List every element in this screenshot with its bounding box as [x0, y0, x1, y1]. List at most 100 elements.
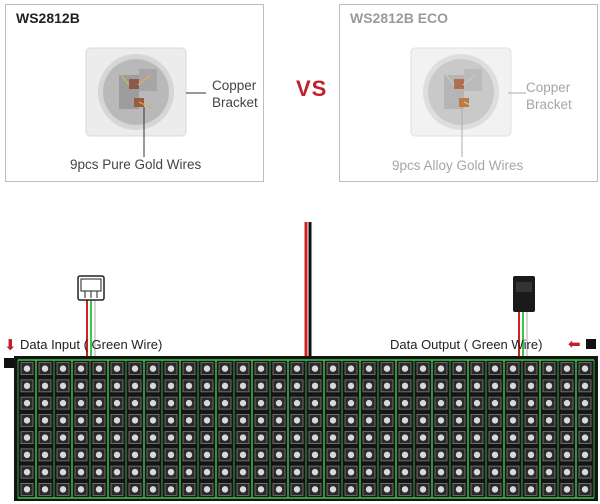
- led-lens: [59, 486, 67, 493]
- led-lens: [239, 417, 247, 424]
- led-lens: [293, 451, 301, 459]
- led-lens: [95, 365, 103, 372]
- led-lens: [77, 417, 85, 424]
- led-lens: [347, 382, 355, 390]
- led-lens: [563, 417, 571, 424]
- led-lens: [365, 451, 373, 459]
- led-lens: [257, 468, 265, 476]
- led-chip-image: [85, 47, 187, 137]
- led-lens: [221, 399, 229, 407]
- led-lens: [113, 382, 121, 390]
- data-output-label: Data Output ( Green Wire): [390, 337, 543, 352]
- led-lens: [41, 434, 49, 441]
- led-lens: [365, 434, 373, 441]
- led-lens: [275, 434, 283, 441]
- led-lens: [167, 382, 175, 390]
- led-lens: [419, 399, 427, 407]
- input-jst-connector: [77, 275, 105, 301]
- led-lens: [383, 382, 391, 390]
- led-lens: [329, 468, 337, 476]
- led-lens: [527, 486, 535, 493]
- led-lens: [203, 365, 211, 372]
- led-lens: [419, 434, 427, 441]
- data-input-label: Data Input ( Green Wire): [20, 337, 163, 352]
- led-lens: [239, 382, 247, 390]
- led-lens: [491, 451, 499, 459]
- led-lens: [239, 399, 247, 407]
- led-lens: [95, 468, 103, 476]
- led-lens: [491, 365, 499, 372]
- led-lens: [113, 486, 121, 493]
- led-lens: [77, 434, 85, 441]
- led-lens: [221, 468, 229, 476]
- led-lens: [131, 365, 139, 372]
- led-lens: [545, 451, 553, 459]
- led-lens: [131, 382, 139, 390]
- led-lens: [95, 399, 103, 407]
- led-lens: [239, 486, 247, 493]
- led-lens: [563, 365, 571, 372]
- led-lens: [581, 382, 589, 390]
- led-lens: [473, 382, 481, 390]
- led-lens: [41, 417, 49, 424]
- bracket-label-line2: Bracket: [526, 97, 572, 112]
- led-lens: [113, 399, 121, 407]
- led-lens: [473, 399, 481, 407]
- led-lens: [185, 365, 193, 372]
- led-lens: [131, 486, 139, 493]
- led-lens: [455, 365, 463, 372]
- led-lens: [311, 468, 319, 476]
- led-lens: [95, 417, 103, 424]
- led-lens: [491, 382, 499, 390]
- led-lens: [293, 468, 301, 476]
- led-lens: [473, 486, 481, 493]
- led-lens: [149, 382, 157, 390]
- led-lens: [59, 434, 67, 441]
- led-lens: [563, 399, 571, 407]
- led-lens: [311, 486, 319, 493]
- led-lens: [383, 399, 391, 407]
- led-lens: [383, 451, 391, 459]
- led-lens: [275, 365, 283, 372]
- led-lens: [311, 382, 319, 390]
- led-lens: [437, 382, 445, 390]
- led-lens: [509, 434, 517, 441]
- leader-lines: [143, 92, 206, 157]
- led-lens: [185, 451, 193, 459]
- led-lens: [545, 365, 553, 372]
- led-lens: [365, 365, 373, 372]
- led-lens: [437, 451, 445, 459]
- led-lens: [59, 417, 67, 424]
- led-lens: [509, 417, 517, 424]
- led-lens: [509, 365, 517, 372]
- led-lens: [23, 434, 31, 441]
- led-lens: [149, 365, 157, 372]
- led-lens: [41, 365, 49, 372]
- led-lens: [167, 451, 175, 459]
- led-lens: [77, 468, 85, 476]
- led-lens: [401, 399, 409, 407]
- led-lens: [527, 417, 535, 424]
- led-lens: [527, 434, 535, 441]
- led-lens: [23, 399, 31, 407]
- led-lens: [419, 486, 427, 493]
- led-lens: [491, 399, 499, 407]
- output-jst-connector: [513, 276, 535, 312]
- led-lens: [239, 468, 247, 476]
- led-lens: [491, 434, 499, 441]
- led-lens: [275, 399, 283, 407]
- led-lens: [77, 399, 85, 407]
- output-connector-wires: [518, 310, 528, 356]
- output-arrow-icon: ⬅: [568, 336, 581, 353]
- card-title: WS2812B: [16, 10, 80, 26]
- input-connector-wires: [86, 300, 96, 356]
- led-lens: [473, 365, 481, 372]
- led-lens: [203, 486, 211, 493]
- led-lens: [437, 434, 445, 441]
- led-lens: [275, 468, 283, 476]
- led-lens: [419, 417, 427, 424]
- led-lens: [149, 417, 157, 424]
- led-lens: [473, 451, 481, 459]
- led-lens: [59, 382, 67, 390]
- led-lens: [59, 365, 67, 372]
